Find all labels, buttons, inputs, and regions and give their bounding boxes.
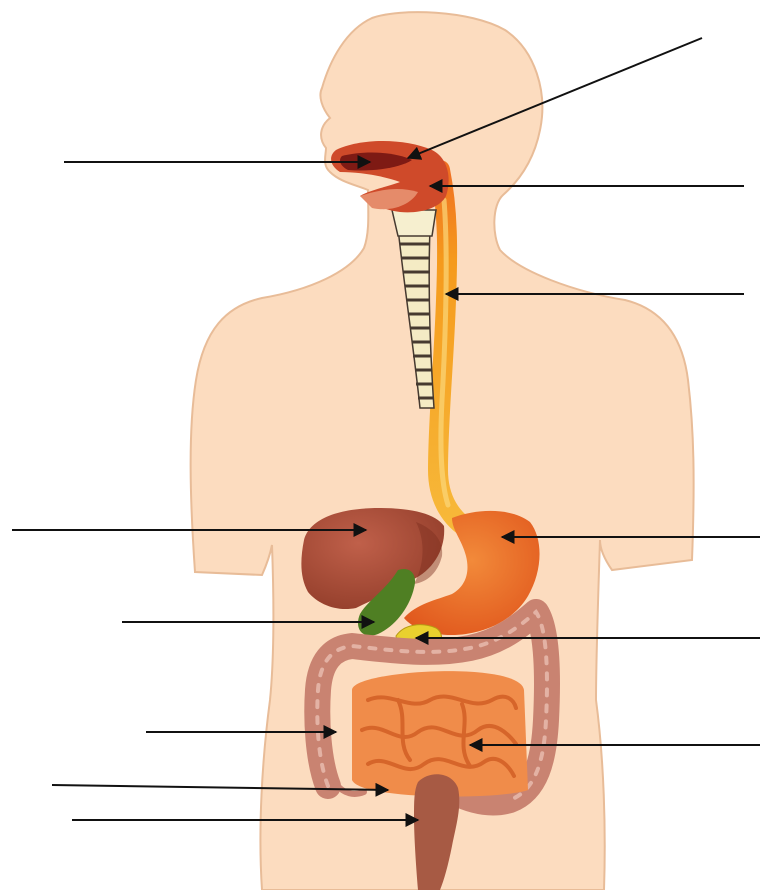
larynx bbox=[392, 210, 436, 236]
